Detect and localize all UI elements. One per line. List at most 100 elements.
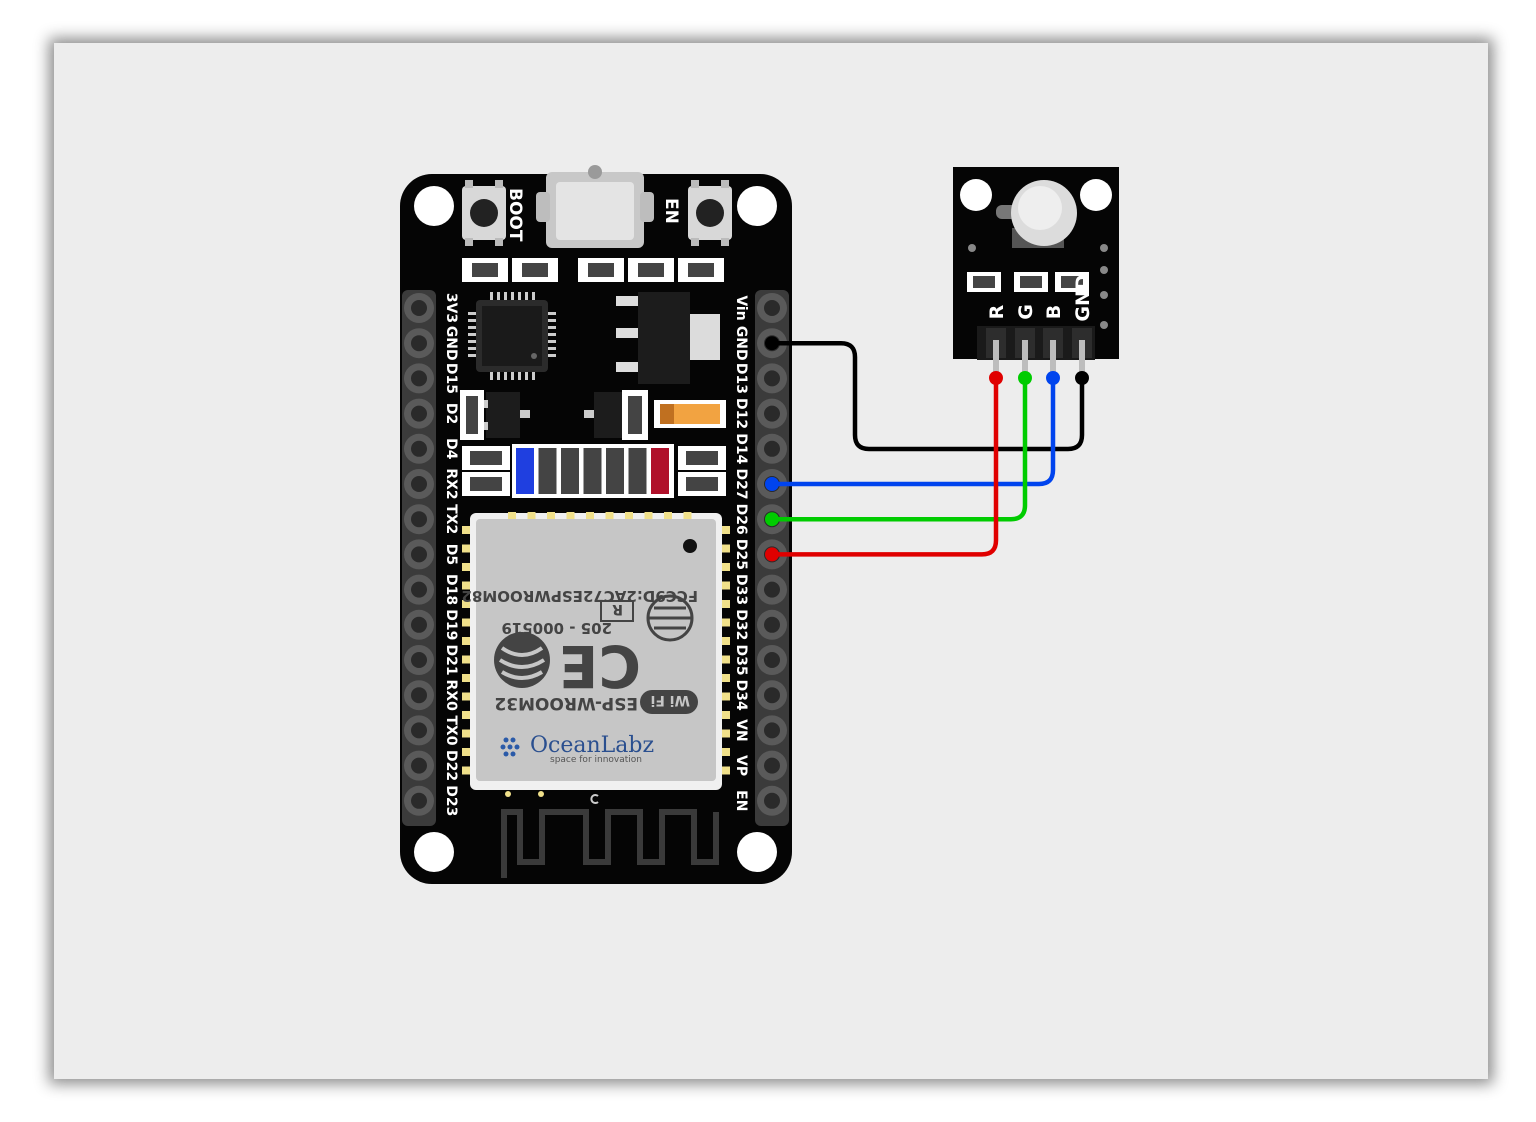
gnd-wire[interactable] [772,340,1085,452]
smd-mid-resistor-body-0 [470,451,502,465]
brand-tagline: space for innovation [550,755,642,765]
left-header-hole-0 [411,300,427,316]
smd-top-body-2 [588,263,614,277]
boot-button[interactable] [462,180,506,246]
module-pad-right-0 [722,526,730,534]
small-transistors [480,392,628,438]
module-pad-left-10 [462,711,470,719]
gnd-wire-end-dot [1075,371,1089,385]
module-pad-left-8 [462,674,470,682]
smd-mid-resistor-body-1 [470,477,502,491]
right-pin-label-d27-5: D27 [733,468,749,499]
module-pad-top-1 [527,512,536,519]
left-header-hole-11 [411,687,427,704]
chip-pin-left-0 [468,312,476,315]
right-header-hole-8 [764,581,780,598]
red-wire[interactable] [772,378,999,557]
chip-pin-right-1 [548,319,556,322]
module-fccid: FCC9D:2AC72ESPWROOM82 [461,587,698,605]
module-pad-top-8 [664,512,672,519]
left-pin-labels: 3V3GNDD15D2D4RX2TX2D5D18D19D21RX0TX0D22D… [443,293,459,817]
module-pad-left-2 [462,563,470,571]
module-pad-right-8 [722,674,730,682]
esp32-board[interactable]: BOOT EN [400,165,792,884]
left-pin-label-tx2-6: TX2 [443,504,459,534]
module-pad-right-12 [722,748,730,756]
module-pad-right-6 [722,637,730,645]
right-header-hole-3 [764,405,780,422]
rgb-pin-r[interactable] [993,340,999,376]
chip-pin-bottom-2 [504,372,507,380]
smd-components-middle [462,444,726,498]
en-button[interactable] [688,180,732,246]
module-pad-right-11 [722,729,730,738]
esp-wroom32-module: FCC9D:2AC72ESPWROOM82 205 - 000519 R CE … [461,512,730,790]
left-pin-label-d4-4: D4 [443,438,459,460]
rgb-via-0 [968,244,976,252]
pcb-antenna [501,791,719,878]
rgb-via-2 [1100,266,1108,274]
rgb-pin-gnd[interactable] [1079,340,1085,376]
left-header-hole-4 [411,440,427,457]
blue-wire-end-dot [1046,371,1060,385]
gnd-wire-start-dot [765,336,779,351]
module-pad-left-3 [462,581,470,590]
left-header-hole-9 [411,616,427,633]
wifi-logo-text: Wi Fi [651,692,690,708]
smd-array-element-2 [561,448,579,494]
blue-wire[interactable] [772,378,1056,487]
chip-pin-left-6 [468,354,476,357]
chip-pin-top-2 [504,292,507,300]
voltage-regulator [616,292,720,384]
left-header-hole-7 [411,546,427,563]
rgb-pin-g[interactable] [1022,340,1028,376]
boot-label: BOOT [505,188,525,242]
module-pad-left-6 [462,637,470,645]
mounting-hole-bottom-left [414,832,454,872]
chip-pin-top-6 [532,292,535,300]
smd-array-element-4 [606,448,624,494]
en-label: EN [661,198,681,224]
chip-pin-right-5 [548,347,556,350]
chip-pin-top-4 [518,292,521,300]
module-pad-left-12 [462,748,470,756]
right-header-hole-10 [764,652,780,668]
module-model: ESP-WROOM32 [494,693,638,713]
r-mark-box [600,600,634,622]
module-pad-left-0 [462,526,470,534]
chip-pin-left-1 [468,319,476,322]
chip-pin-left-5 [468,347,476,350]
right-pin-label-d13-2: D13 [733,363,749,394]
certification-icon [646,594,694,642]
left-pin-label-d15-2: D15 [443,363,459,394]
module-pad-left-13 [462,766,470,775]
left-pin-label-d2-3: D2 [443,403,459,424]
right-pin-label-vp-13: VP [733,755,749,776]
rgb-via-3 [1100,291,1108,299]
mounting-hole-top-left [414,186,454,226]
module-pad-top-7 [644,512,653,519]
right-header-hole-11 [764,687,780,704]
smd-top-body-4 [688,263,714,277]
chip-pin-bottom-6 [532,372,535,380]
right-pin-label-d33-8: D33 [733,574,749,605]
rgb-via-4 [1100,321,1108,329]
left-header-hole-1 [411,335,427,352]
red-wire-start-dot [765,547,779,562]
green-wire-end-dot [1018,371,1032,385]
chip-pin-right-4 [548,340,556,343]
left-pin-label-d22-13: D22 [443,750,459,781]
module-pad-top-4 [586,512,594,519]
left-header-hole-3 [411,405,427,422]
rgb-pin-b[interactable] [1050,340,1056,376]
tantalum-capacitor [654,400,726,428]
module-pad-right-10 [722,711,730,719]
smd-array-element-5 [628,448,647,494]
smd-top-body-3 [638,263,664,277]
rgb-resistor-body-1 [1020,276,1042,288]
module-pad-right-3 [722,581,730,590]
green-wire[interactable] [772,378,1028,522]
module-pad-left-11 [462,729,470,738]
